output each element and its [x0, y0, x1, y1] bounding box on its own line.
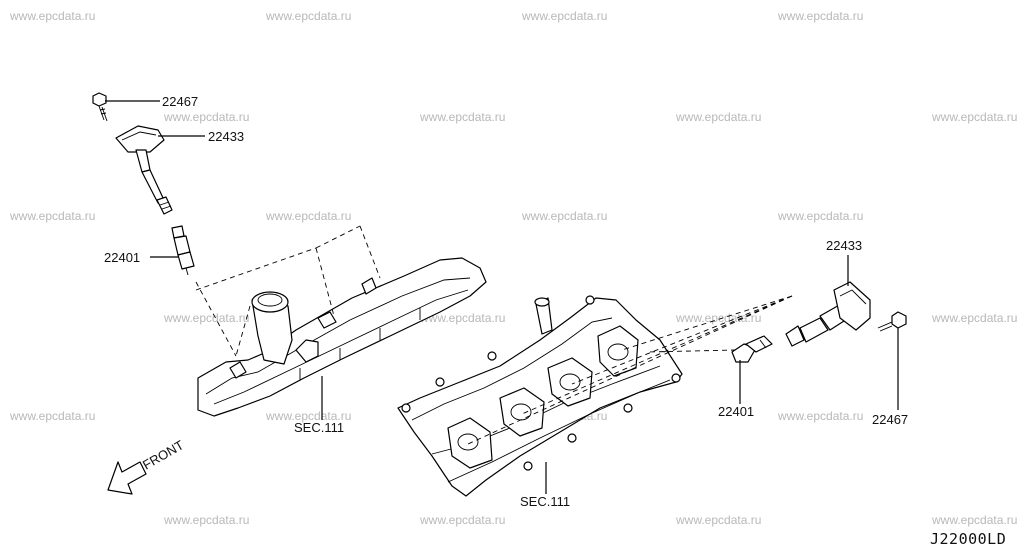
watermark: www.epcdata.ru	[931, 513, 1017, 527]
callout-22401-left: 22401	[104, 250, 140, 265]
watermark: www.epcdata.ru	[777, 409, 863, 423]
watermark: www.epcdata.ru	[163, 311, 249, 325]
valve-cover-left-icon	[197, 257, 487, 417]
callout-22467-right: 22467	[872, 412, 908, 427]
bolt-left-icon	[92, 92, 108, 122]
watermark: www.epcdata.ru	[163, 513, 249, 527]
watermark: www.epcdata.ru	[9, 9, 95, 23]
watermark-layer: www.epcdata.ru www.epcdata.ru www.epcdat…	[9, 9, 1017, 527]
watermark: www.epcdata.ru	[265, 409, 351, 423]
callout-sec111-right: SEC.111	[520, 494, 570, 509]
watermark: www.epcdata.ru	[9, 209, 95, 223]
ignition-coil-right-icon	[785, 281, 871, 347]
callout-labels: 22467 22433 22401 SEC.111 SEC.111 22433 …	[104, 94, 908, 509]
assembly-lines-left	[195, 225, 381, 357]
front-label: FRONT	[140, 437, 186, 472]
assembly-lines-right	[467, 295, 793, 445]
watermark: www.epcdata.ru	[9, 409, 95, 423]
watermark: www.epcdata.ru	[521, 9, 607, 23]
watermark: www.epcdata.ru	[675, 513, 761, 527]
spark-plug-left-icon	[171, 225, 195, 276]
watermark: www.epcdata.ru	[419, 311, 505, 325]
spark-plug-right-icon	[731, 335, 773, 363]
watermark: www.epcdata.ru	[419, 110, 505, 124]
watermark: www.epcdata.ru	[675, 110, 761, 124]
callout-22401-right: 22401	[718, 404, 754, 419]
bolt-right-icon	[877, 311, 907, 332]
valve-cover-right-icon	[397, 295, 683, 497]
watermark: www.epcdata.ru	[931, 311, 1017, 325]
watermark: www.epcdata.ru	[675, 311, 761, 325]
watermark: www.epcdata.ru	[777, 209, 863, 223]
watermark: www.epcdata.ru	[265, 9, 351, 23]
watermark: www.epcdata.ru	[419, 513, 505, 527]
diagram-code: J22000LD	[930, 530, 1006, 548]
front-arrow-icon: FRONT	[107, 437, 186, 495]
watermark: www.epcdata.ru	[777, 9, 863, 23]
callout-22467-left: 22467	[162, 94, 198, 109]
ignition-coil-left-icon	[115, 125, 173, 215]
leader-lines	[105, 100, 899, 494]
watermark: www.epcdata.ru	[521, 209, 607, 223]
watermark: www.epcdata.ru	[265, 209, 351, 223]
callout-22433-left: 22433	[208, 129, 244, 144]
callout-22433-right: 22433	[826, 238, 862, 253]
watermark: www.epcdata.ru	[931, 110, 1017, 124]
watermark: www.epcdata.ru	[163, 110, 249, 124]
callout-sec111-left: SEC.111	[294, 420, 344, 435]
